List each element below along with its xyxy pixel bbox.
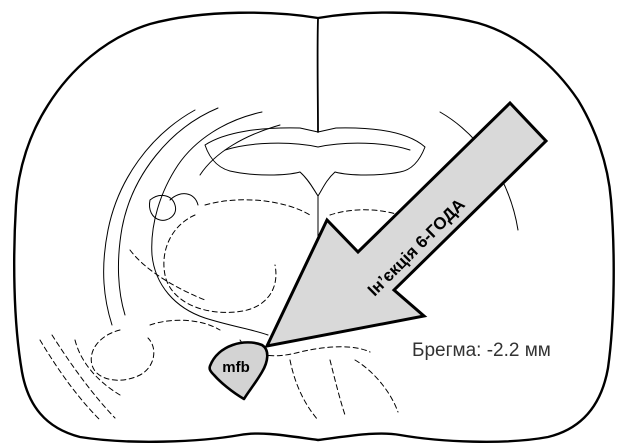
thalamus-outline-5 <box>150 320 220 330</box>
optic-tract-left-3 <box>75 340 120 395</box>
thalamus-outline-4 <box>91 330 154 380</box>
ventral-outline-3 <box>355 360 398 412</box>
injection-arrow <box>267 103 546 346</box>
dentate-gyrus-left <box>149 195 175 220</box>
alveus-left <box>152 112 268 335</box>
corpus-callosum-inner <box>225 143 410 150</box>
external-capsule-left <box>104 110 195 325</box>
thalamus-outline-1 <box>164 215 276 312</box>
ventral-outline-1 <box>290 360 318 420</box>
ventral-outline-2 <box>330 360 345 415</box>
optic-tract-left-2 <box>52 335 115 418</box>
corpus-callosum <box>205 128 425 196</box>
thalamus-outline-2 <box>205 200 310 215</box>
bregma-label: Брегма: -2.2 мм <box>412 340 551 361</box>
optic-tract-left-1 <box>40 340 100 420</box>
mfb-label: mfb <box>222 359 250 376</box>
